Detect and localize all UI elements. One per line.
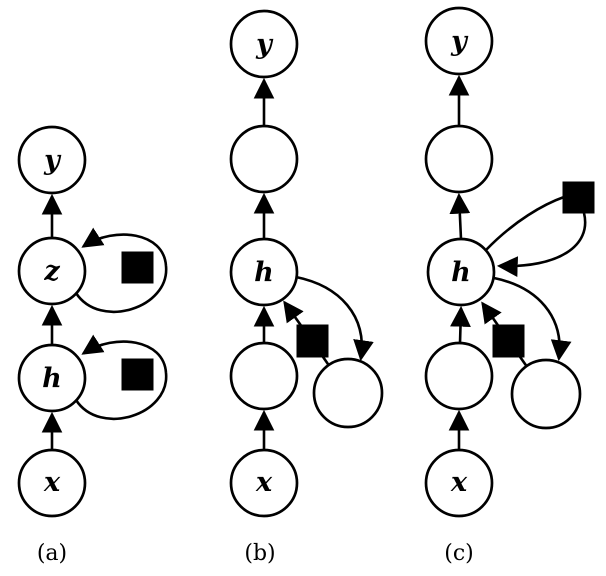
node-b-hidden1: [229, 341, 299, 411]
edge-c-h-to-w: [492, 276, 572, 362]
edge-a-h-self-loop: [74, 334, 168, 421]
node-b-hidden2: [229, 124, 299, 194]
node-b-w: [312, 357, 384, 429]
node-c-hidden2: [424, 124, 494, 194]
delay-square-icon-a-z: [121, 251, 154, 284]
edge-c-h-to-skip-delay: [484, 195, 566, 252]
node-b-h: [229, 237, 299, 307]
delay-square-icon-c-skip: [562, 181, 595, 214]
edge-c-hidden1-to-h: [450, 305, 471, 345]
edge-a-z-self-loop: [74, 227, 168, 314]
node-label-b-h: h: [254, 257, 274, 288]
node-label-a-y: y: [43, 145, 62, 176]
node-a-x: [17, 448, 87, 518]
node-label-a-x: x: [43, 467, 61, 498]
node-c-y: [424, 6, 494, 76]
node-a-y: [17, 125, 87, 195]
delay-square-icon-c: [492, 324, 525, 358]
node-c-w: [510, 358, 582, 430]
node-c-hidden1: [424, 341, 494, 411]
panel-a: y z h x (a): [17, 125, 168, 566]
caption-a: (a): [37, 541, 67, 566]
delay-square-icon-b: [296, 324, 329, 358]
panel-b: y h x (b): [229, 9, 384, 566]
edge-b-h-to-w: [294, 275, 374, 362]
node-b-x: [229, 448, 299, 518]
node-c-x: [424, 448, 494, 518]
node-a-z: [17, 236, 87, 306]
edge-c-skip-delay-to-h: [496, 211, 587, 277]
panel-c: y h x (c): [424, 6, 595, 566]
node-label-c-h: h: [451, 257, 471, 288]
caption-c: (c): [444, 541, 474, 566]
node-c-h: [426, 237, 496, 307]
node-label-b-x: x: [255, 467, 273, 498]
caption-b: (b): [244, 541, 275, 566]
node-label-a-h: h: [42, 363, 62, 394]
node-label-c-x: x: [450, 467, 468, 498]
node-b-y: [229, 9, 299, 79]
node-label-c-y: y: [450, 26, 469, 57]
edge-c-h-to-hidden2: [449, 192, 471, 241]
node-a-h: [17, 343, 87, 413]
node-label-b-y: y: [255, 29, 274, 60]
delay-square-icon-a-h: [121, 358, 154, 391]
node-label-a-z: z: [43, 256, 60, 287]
